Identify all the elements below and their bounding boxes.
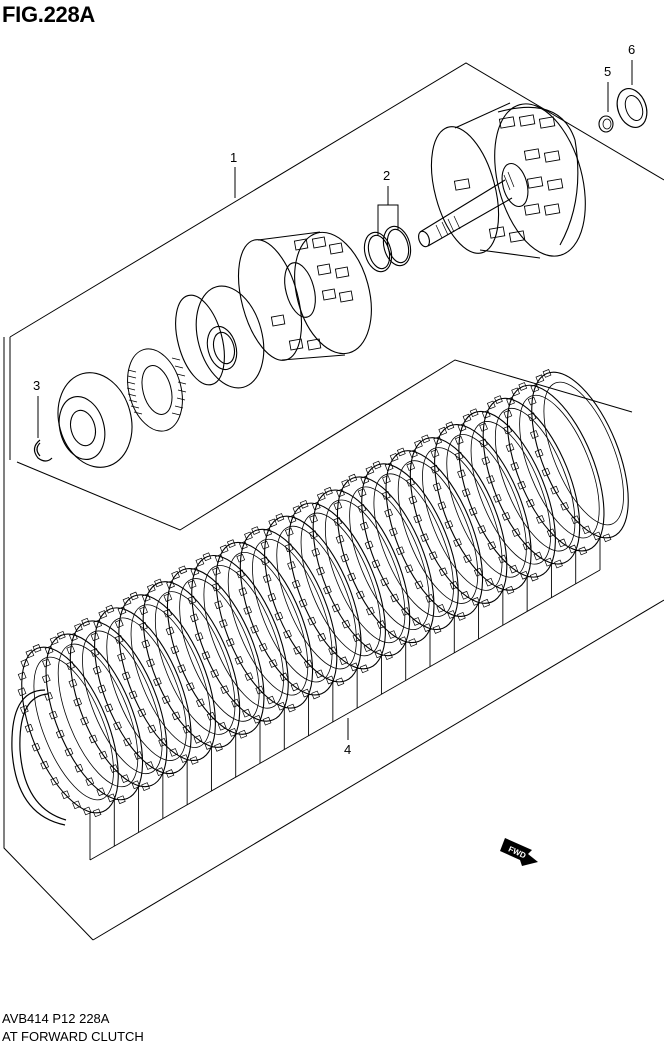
clutch-driven-plate — [527, 369, 629, 543]
clutch-drive-plate — [309, 486, 411, 661]
clutch-driven-plate — [236, 526, 338, 700]
clutch-drive-plate — [114, 591, 216, 765]
clutch-driven-plate — [381, 447, 484, 621]
clutch-driven-plate — [139, 578, 241, 752]
figure-title: FIG.228A — [2, 2, 95, 27]
return-spring-assembly — [126, 348, 187, 432]
svg-text:4: 4 — [344, 742, 351, 757]
callout-6: 6 — [628, 42, 635, 85]
figure-code: AVB414 P12 228A — [2, 1011, 110, 1026]
clutch-driven-plate — [187, 552, 289, 726]
part-6-bearing-race — [616, 88, 648, 128]
svg-text:2: 2 — [383, 168, 390, 183]
clutch-snap-ring — [11, 689, 67, 826]
fwd-direction-arrow: FWD — [500, 838, 538, 866]
part-3-snap-ring — [33, 439, 53, 462]
clutch-drive-plate — [454, 408, 556, 582]
callout-5: 5 — [604, 64, 611, 112]
clutch-drum-with-shaft — [418, 102, 586, 259]
svg-text:3: 3 — [33, 378, 40, 393]
callout-1: 1 — [230, 150, 237, 198]
clutch-driven-plate — [284, 499, 386, 674]
clutch-driven-plate — [90, 604, 192, 778]
svg-text:1: 1 — [230, 150, 237, 165]
clutch-drive-plate — [503, 382, 605, 556]
clutch-drive-plate — [357, 460, 459, 634]
part-5-thrust-washer — [598, 115, 614, 133]
part-2-seal-rings — [363, 225, 412, 273]
callout-3: 3 — [33, 378, 40, 438]
part-4-clutch-plates — [17, 369, 629, 818]
spring-retainer — [57, 372, 133, 468]
figure-name: AT FORWARD CLUTCH — [2, 1029, 144, 1044]
clutch-drive-plate — [260, 513, 362, 687]
clutch-drive-plate — [211, 539, 314, 713]
svg-text:6: 6 — [628, 42, 635, 57]
clutch-drive-plate — [66, 617, 168, 791]
clutch-driven-plate — [479, 395, 581, 569]
clutch-drive-plate — [163, 565, 265, 739]
callout-4: 4 — [344, 718, 351, 757]
piston — [175, 285, 265, 389]
svg-text:5: 5 — [604, 64, 611, 79]
plate-leader-lines — [89, 537, 601, 861]
clutch-hub-cylinder — [238, 231, 372, 361]
callout-2: 2 — [377, 168, 399, 235]
clutch-drive-plate — [17, 644, 119, 818]
assembly-1-boundary — [3, 62, 664, 941]
clutch-driven-plate — [333, 473, 435, 647]
clutch-drive-plate — [406, 434, 508, 608]
plates-baseline — [89, 569, 601, 861]
clutch-driven-plate — [430, 421, 532, 595]
clutch-driven-plate — [41, 630, 144, 805]
